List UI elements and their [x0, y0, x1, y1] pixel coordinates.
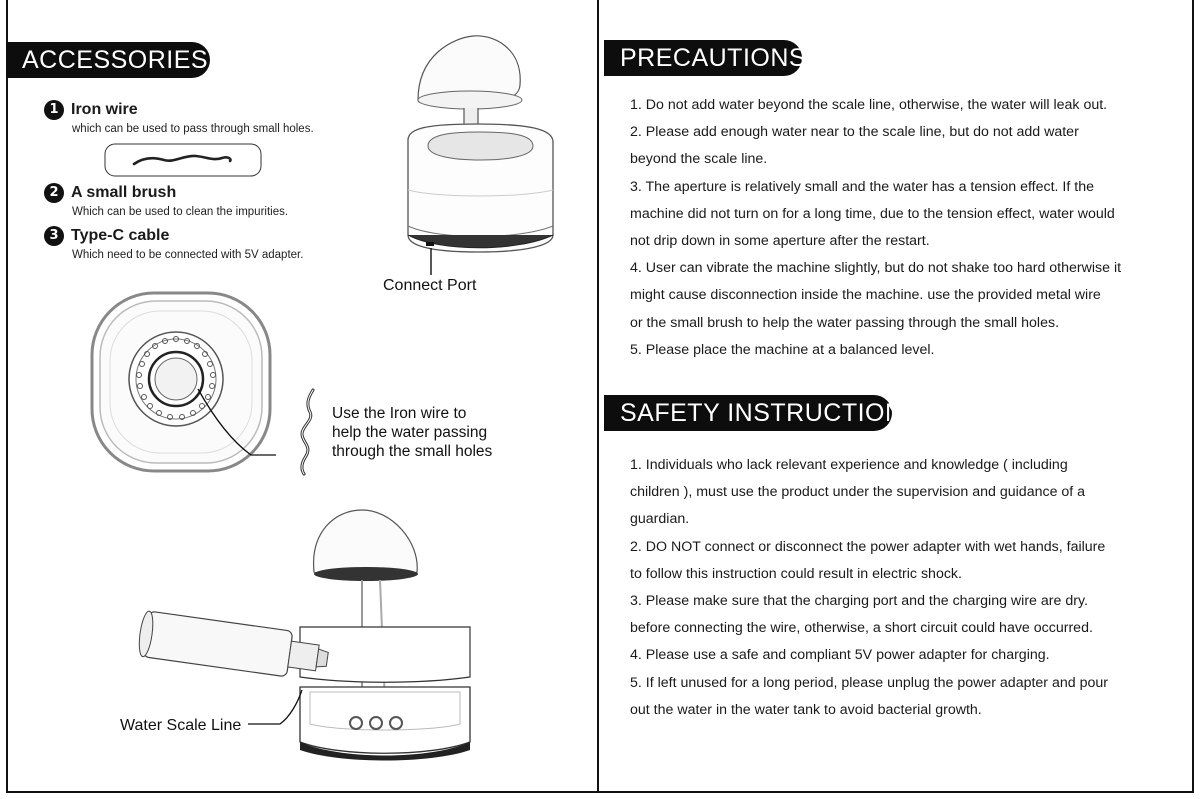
- text-line: 5. If left unused for a long period, ple…: [630, 674, 1108, 691]
- text-line: before connecting the wire, otherwise, a…: [630, 620, 1093, 637]
- iron-wire-icon: [104, 143, 262, 177]
- text-line: 1. Individuals who lack relevant experie…: [630, 457, 1068, 473]
- accessory-item-type-c-cable: 3 Type-C cable: [44, 226, 169, 246]
- text-line: to follow this instruction could result …: [630, 565, 962, 582]
- accessory-item-iron-wire: 1 Iron wire: [44, 100, 138, 120]
- column-divider: [597, 0, 599, 793]
- connect-port-label: Connect Port: [383, 277, 477, 294]
- text-line: might cause disconnection inside the mac…: [630, 287, 1101, 304]
- text-line: guardian.: [630, 511, 690, 528]
- text-line: 3. Please make sure that the charging po…: [630, 593, 1088, 610]
- text-line: 4. User can vibrate the machine slightly…: [630, 260, 1122, 277]
- text-line: children ), must use the product under t…: [630, 484, 1086, 501]
- accessories-title: ACCESSORIES: [6, 42, 210, 78]
- page-frame: [6, 0, 1194, 793]
- safety-instruction-text: 1. Individuals who lack relevant experie…: [630, 452, 1160, 724]
- iron-wire-icon: [300, 388, 315, 476]
- callout-line: through the small holes: [332, 443, 493, 460]
- item-name: Iron wire: [71, 101, 138, 118]
- item-description: which can be used to pass through small …: [72, 123, 314, 135]
- precautions-title: PRECAUTIONS: [604, 40, 806, 76]
- precautions-text: 1. Do not add water beyond the scale lin…: [630, 92, 1160, 364]
- humidifier-exploded-view-icon: [138, 509, 471, 761]
- safety-instruction-title: SAFETY INSTRUCTION: [604, 395, 903, 431]
- accessory-item-small-brush: 2 A small brush: [44, 183, 176, 203]
- item-number-badge: 2: [44, 183, 64, 203]
- text-line: not drip down in some aperture after the…: [630, 233, 930, 250]
- item-number-badge: 3: [44, 226, 64, 246]
- text-line: beyond the scale line.: [630, 151, 768, 168]
- item-description: Which can be used to clean the impuritie…: [72, 206, 289, 218]
- text-line: out the water in the water tank to avoid…: [630, 701, 982, 718]
- text-line: 2. Please add enough water near to the s…: [630, 124, 1079, 141]
- item-description: Which need to be connected with 5V adapt…: [72, 249, 304, 261]
- text-line: 2. DO NOT connect or disconnect the powe…: [630, 538, 1106, 555]
- item-number-badge: 1: [44, 100, 64, 120]
- callout-line: help the water passing: [332, 424, 488, 441]
- item-name: Type-C cable: [71, 227, 170, 244]
- text-line: or the small brush to help the water pas…: [630, 314, 1060, 331]
- text-line: 1. Do not add water beyond the scale lin…: [630, 97, 1108, 113]
- callout-line: Use the Iron wire to: [332, 405, 467, 422]
- text-line: 3. The aperture is relatively small and …: [630, 178, 1094, 195]
- water-scale-line-label: Water Scale Line: [120, 717, 242, 734]
- humidifier-top-view-icon: [90, 291, 276, 473]
- text-line: 4. Please use a safe and compliant 5V po…: [630, 647, 1050, 664]
- mushroom-humidifier-side-icon: [407, 35, 554, 275]
- text-line: machine did not turn on for a long time,…: [630, 205, 1115, 222]
- iron-wire-callout: Use the Iron wire to help the water pass…: [332, 404, 492, 461]
- text-line: 5. Please place the machine at a balance…: [630, 341, 935, 358]
- item-name: A small brush: [71, 184, 177, 201]
